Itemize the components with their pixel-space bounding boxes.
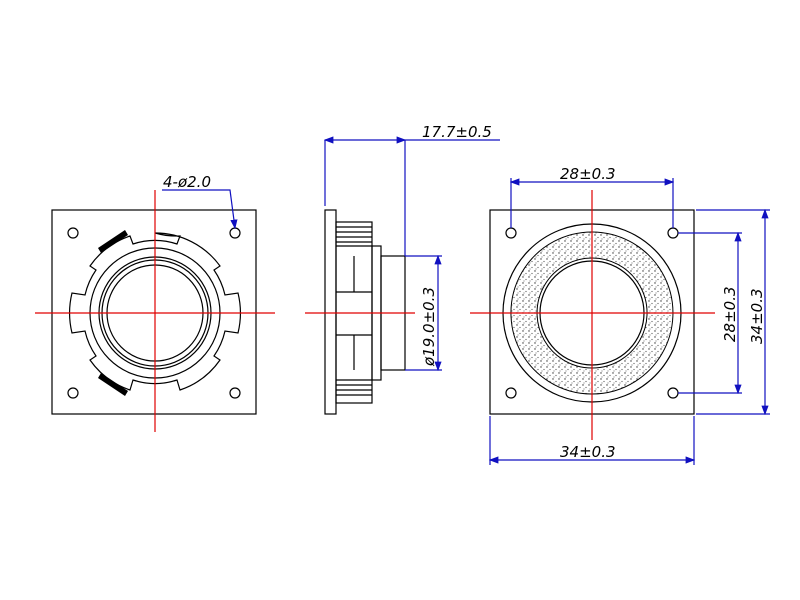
hole-callout-label: 4-ø2.0 <box>163 173 211 191</box>
hole-spacing-v-label: 28±0.3 <box>721 286 739 342</box>
mounting-holes <box>67 227 241 399</box>
depth-label: 17.7±0.5 <box>422 123 492 141</box>
front-view: 4-ø2.0 <box>35 173 275 432</box>
terminal-top <box>98 230 128 253</box>
diameter-label: ø19.0±0.3 <box>420 287 438 367</box>
width-dimension: 34±0.3 <box>488 416 696 465</box>
depth-dimension: 17.7±0.5 <box>323 123 500 256</box>
height-dimension: 34±0.3 <box>696 208 770 416</box>
hole-spacing-h-dimension: 28±0.3 <box>509 165 675 228</box>
hole-spacing-h-label: 28±0.3 <box>560 165 616 183</box>
hole-callout: 4-ø2.0 <box>162 173 238 230</box>
side-view: 17.7±0.5 ø19.0±0.3 <box>305 123 500 415</box>
back-view: 28±0.3 34±0.3 28±0.3 34±0.3 <box>470 165 770 465</box>
frame-gear-outline <box>68 232 242 391</box>
height-label: 34±0.3 <box>748 288 766 344</box>
hole-spacing-v-dimension: 28±0.3 <box>678 231 742 395</box>
foam-ring <box>510 231 674 395</box>
terminal-bottom <box>98 373 128 396</box>
width-label: 34±0.3 <box>560 443 616 461</box>
diameter-dimension: ø19.0±0.3 <box>405 254 442 372</box>
